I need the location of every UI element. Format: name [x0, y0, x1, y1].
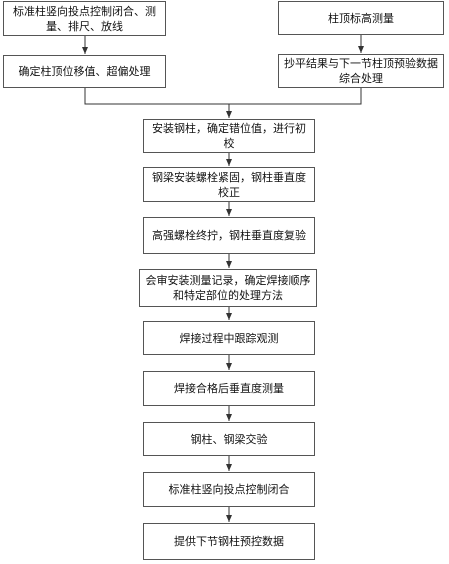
- merge-line: [84, 88, 362, 105]
- step-welding-monitoring: 焊接过程中跟踪观测: [143, 321, 315, 355]
- step-surveying-layout: 标准柱竖向投点控制闭合、测量、排尺、放线: [3, 1, 166, 36]
- step-column-top-elevation: 柱顶标高测量: [278, 1, 444, 35]
- step-provide-data: 提供下节钢柱预控数据: [143, 523, 315, 560]
- step-leveling-data-processing: 抄平结果与下一节柱顶预验数据综合处理: [278, 54, 444, 88]
- step-control-closure: 标准柱竖向投点控制闭合: [143, 472, 315, 507]
- step-handover: 钢柱、钢梁交验: [143, 422, 315, 456]
- step-offset-handling: 确定柱顶位移值、超偏处理: [3, 55, 166, 88]
- step-review-records: 会审安装测量记录，确定焊接顺序和特定部位的处理方法: [139, 269, 317, 307]
- step-final-torque: 高强螺栓终拧，钢柱垂直度复验: [143, 217, 315, 254]
- step-install-column: 安装钢柱，确定错位值，进行初校: [143, 119, 315, 153]
- step-verticality-measure: 焊接合格后垂直度测量: [143, 371, 315, 406]
- step-beam-bolting: 钢梁安装螺栓紧固，钢柱垂直度校正: [143, 167, 315, 202]
